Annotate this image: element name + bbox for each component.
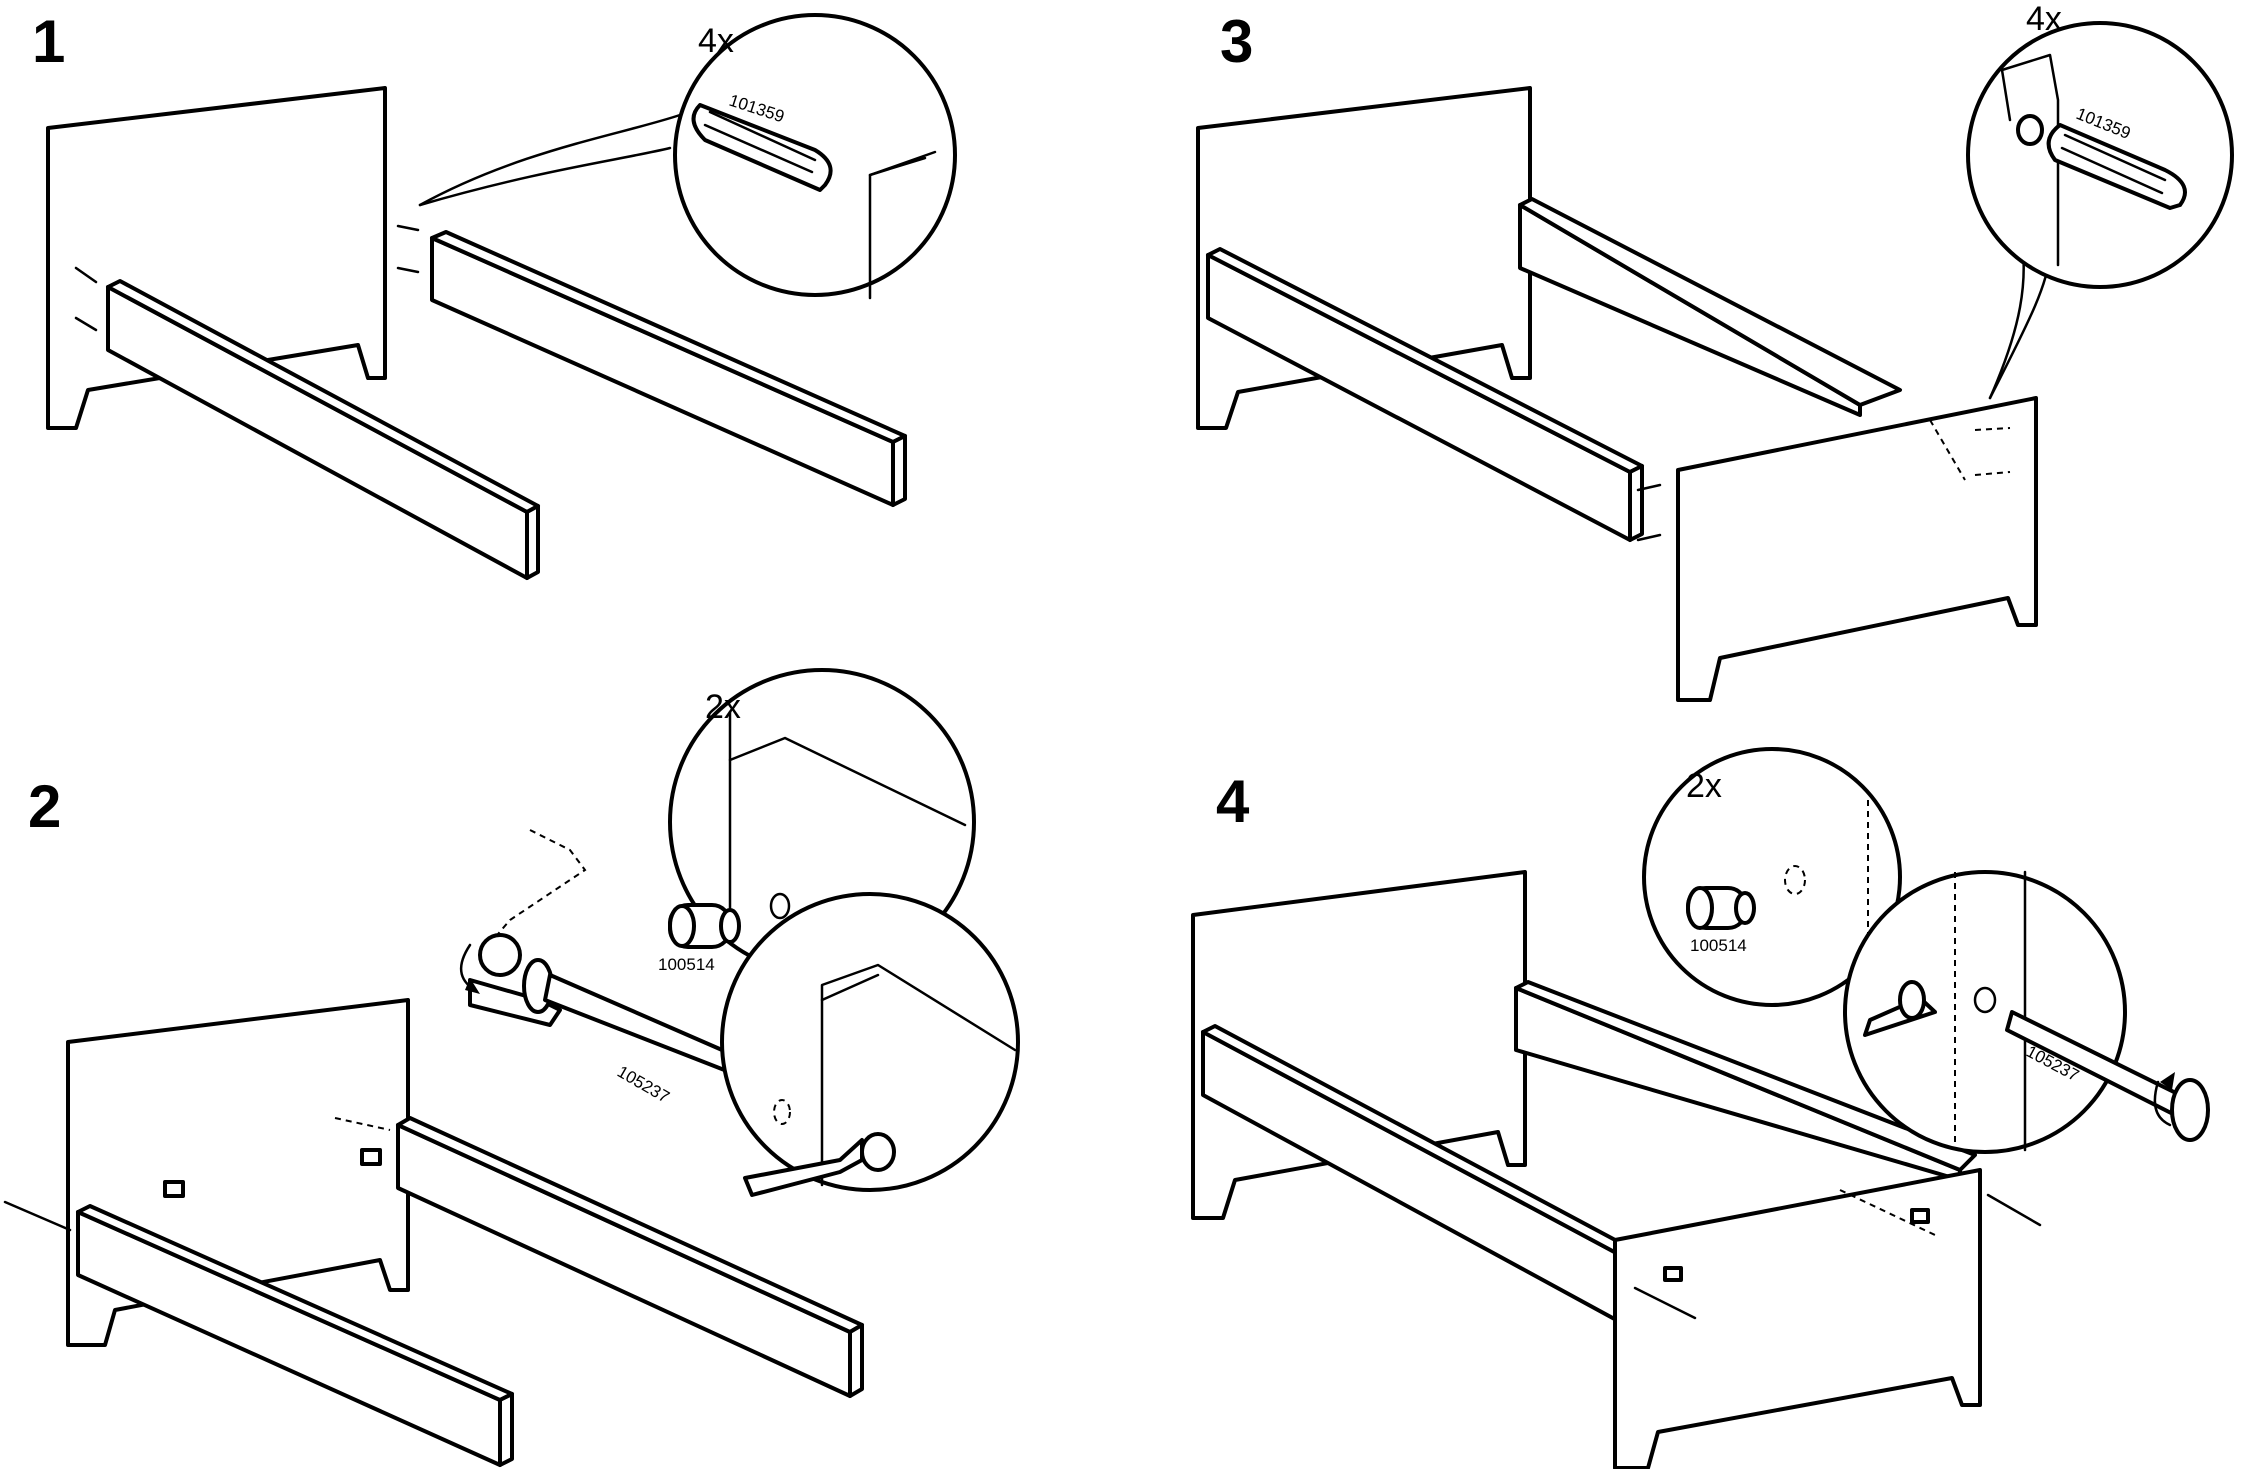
bolt-icon: 105237 — [2005, 1010, 2210, 1142]
cam-nut-icon — [1686, 865, 1806, 930]
part-label-cam: 100514 — [658, 955, 715, 974]
side-rail-back — [1514, 980, 1977, 1182]
step-4: 4 — [1191, 747, 2210, 1469]
dowel-icon — [1636, 427, 2011, 542]
side-rail-back — [396, 1116, 864, 1398]
screwdriver-icon — [1863, 980, 1937, 1037]
side-rail-front — [1206, 247, 1644, 542]
quantity-label: 4x — [698, 22, 734, 60]
detail-circle-step-2b — [720, 892, 1020, 1197]
detail-circle-step-4b: 105237 — [1843, 870, 2210, 1154]
detail-circle-step-4a: 100514 2x — [1642, 747, 1902, 1007]
side-rail-front — [106, 279, 540, 580]
bolt-icon — [1633, 1193, 2042, 1320]
dowel-icon — [74, 224, 420, 332]
cam-nut-icon — [163, 1148, 382, 1198]
quantity-label: 2x — [1686, 767, 1722, 805]
footboard — [1613, 1168, 1982, 1469]
step-3-number: 3 — [1220, 8, 1253, 75]
step-2: 2 105237 — [3, 668, 1020, 1467]
quantity-label: 2x — [705, 688, 741, 726]
side-rail-front — [76, 1204, 514, 1467]
step-3: 3 — [1196, 0, 2234, 702]
step-1-number: 1 — [32, 8, 65, 75]
bolt-icon: 105237 — [522, 958, 752, 1107]
cam-nut-icon — [1663, 1208, 1930, 1282]
rotate-arrow-icon — [2153, 1072, 2175, 1127]
step-1: 1 — [32, 8, 957, 580]
step-2-number: 2 — [28, 773, 61, 840]
footboard — [1676, 396, 2038, 702]
cam-nut-icon — [668, 892, 791, 949]
bolt-icon — [3, 1117, 391, 1232]
quantity-label: 4x — [2026, 0, 2062, 38]
rotate-arrow-icon — [460, 943, 480, 994]
side-rail-back — [430, 230, 907, 507]
part-label-cam: 100514 — [1690, 936, 1747, 955]
part-label-bolt: 105237 — [614, 1062, 673, 1107]
screwdriver-icon — [743, 1132, 896, 1197]
step-4-number: 4 — [1216, 768, 1250, 835]
dowel-icon — [691, 103, 833, 192]
detail-circle-step-1: 101359 4x — [418, 13, 957, 300]
dowel-icon — [2046, 123, 2187, 210]
side-rail-back — [1518, 197, 1902, 417]
detail-circle-step-3: 101359 4x — [1966, 0, 2234, 400]
